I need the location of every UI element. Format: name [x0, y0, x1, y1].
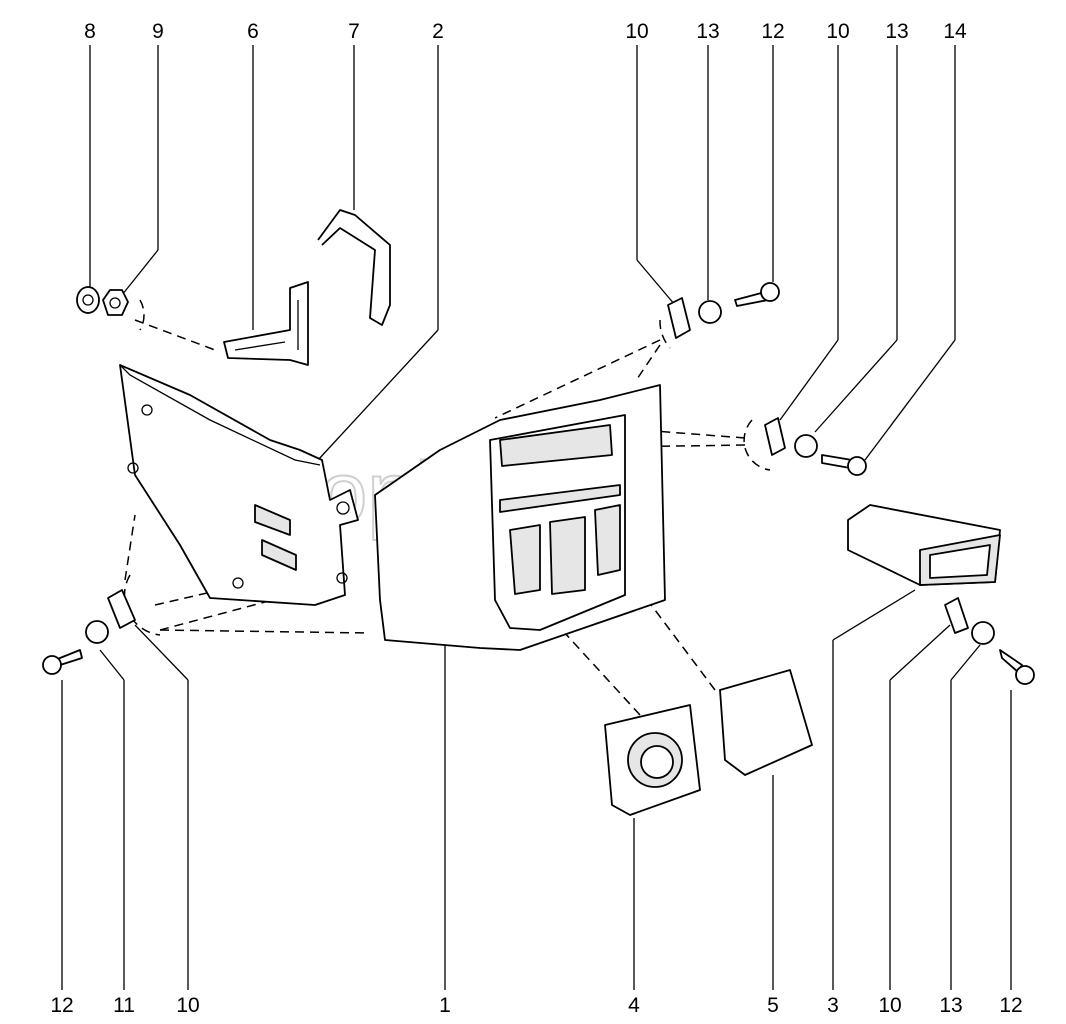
part-4-socket-cover	[604, 704, 701, 816]
label-12-bottom-b: 12	[999, 994, 1022, 1017]
part-3-pocket	[847, 504, 1001, 586]
label-13b: 13	[885, 20, 908, 43]
label-10b: 10	[826, 20, 849, 43]
part-11-washer	[85, 620, 109, 644]
part-9-nut	[102, 289, 129, 316]
leader-lines	[61, 45, 1012, 990]
label-6: 6	[247, 20, 259, 43]
part-10-clip-top	[667, 297, 691, 339]
label-10-bottom-b: 10	[878, 994, 901, 1017]
top-labels: 8 9 6 7 2 10 13 12 10 13 14	[84, 20, 967, 43]
label-11: 11	[113, 994, 135, 1017]
label-7: 7	[348, 20, 360, 43]
label-10-bottom: 10	[176, 994, 199, 1017]
part-13-washer-right	[794, 434, 818, 458]
part-1-center-console	[374, 384, 666, 651]
label-12: 12	[761, 20, 784, 43]
part-13-washer-bottom-right	[971, 621, 995, 645]
part-10-clip-left	[107, 589, 136, 629]
part-8-nut	[76, 286, 100, 314]
label-4: 4	[628, 994, 640, 1017]
part-2-side-panel	[119, 364, 359, 606]
part-13-washer-top	[698, 300, 722, 324]
label-9: 9	[152, 20, 164, 43]
part-7-bracket	[317, 209, 391, 326]
part-10-clip-right	[764, 417, 786, 456]
label-5: 5	[767, 994, 779, 1017]
label-12-bottom: 12	[50, 994, 73, 1017]
label-10: 10	[625, 20, 648, 43]
label-13: 13	[696, 20, 719, 43]
part-5-blank-cover	[719, 669, 813, 776]
part-10-clip-bottom-right	[944, 597, 969, 634]
bottom-labels: 12 11 10 1 4 5 3 10 13 12	[50, 994, 1022, 1017]
label-2: 2	[432, 20, 444, 43]
label-13-bottom: 13	[939, 994, 962, 1017]
label-14: 14	[943, 20, 967, 43]
fasteners	[42, 282, 1035, 685]
label-1: 1	[439, 994, 451, 1017]
label-3: 3	[827, 994, 839, 1017]
part-6-bracket	[223, 281, 309, 366]
label-8: 8	[84, 20, 96, 43]
